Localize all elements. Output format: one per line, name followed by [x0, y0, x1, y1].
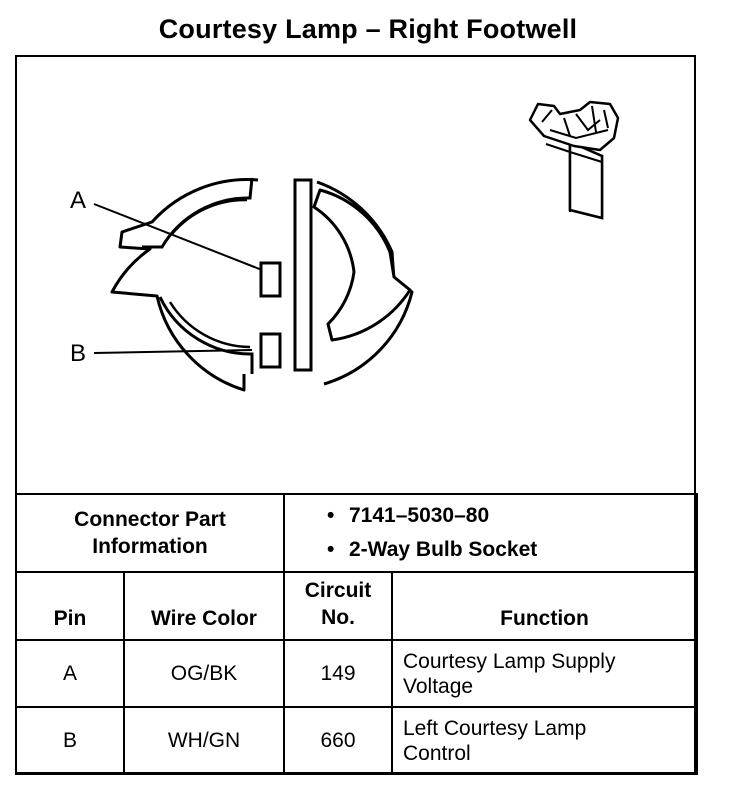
- connector-illustration-area: A B: [17, 57, 694, 493]
- row-a-circuit: 149: [283, 639, 393, 708]
- part-info-row: Connector Part Information 7141–5030–80 …: [15, 493, 699, 573]
- table-row: B WH/GN 660 Left Courtesy Lamp Control: [15, 706, 699, 775]
- row-a-wire-color: OG/BK: [123, 639, 285, 708]
- bulb-socket-icon: [528, 100, 620, 220]
- connector-outline: [110, 178, 414, 392]
- table-row: A OG/BK 149 Courtesy Lamp Supply Voltage: [15, 639, 699, 708]
- row-b-wire-color: WH/GN: [123, 706, 285, 775]
- header-pin: Pin: [15, 571, 125, 641]
- part-info-values: 7141–5030–80 2-Way Bulb Socket: [282, 493, 699, 573]
- leader-line-b: [93, 349, 253, 354]
- row-a-function-line1: Courtesy Lamp Supply: [403, 649, 616, 673]
- inner-arc-left-bottom: [168, 301, 251, 349]
- right-key-segment: [312, 188, 412, 342]
- header-function: Function: [390, 571, 699, 641]
- row-b-circuit: 660: [283, 706, 393, 775]
- connector-face-drawing: [93, 100, 620, 392]
- row-a-pin: A: [15, 639, 125, 708]
- row-b-pin: B: [15, 706, 125, 775]
- inner-arc-left: [171, 198, 248, 235]
- pin-label-a: A: [70, 187, 87, 214]
- row-b-function: Left Courtesy Lamp Control: [390, 706, 699, 775]
- center-divider-bar: [293, 178, 313, 372]
- terminal-b: [259, 332, 282, 369]
- header-wire-color: Wire Color: [123, 571, 285, 641]
- pin-label-b: B: [70, 340, 87, 367]
- row-b-function-line1: Left Courtesy Lamp: [403, 716, 587, 740]
- header-circuit-line1: Circuit: [304, 579, 372, 602]
- part-info-label: Connector Part Information: [15, 493, 285, 573]
- diagram-frame: A B Connector Part Information 7141–5030…: [15, 55, 699, 775]
- part-info-label-line2: Information: [92, 535, 208, 558]
- row-a-function-line2: Voltage: [403, 674, 474, 698]
- row-b-function-line2: Control: [403, 741, 471, 765]
- header-circuit-no: Circuit No.: [283, 571, 393, 641]
- leader-line-a: [93, 203, 263, 271]
- part-info-label-line1: Connector Part: [74, 508, 226, 531]
- row-a-function: Courtesy Lamp Supply Voltage: [390, 639, 699, 708]
- diagram-title: Courtesy Lamp – Right Footwell: [158, 14, 578, 44]
- connector-info-table: Connector Part Information 7141–5030–80 …: [15, 493, 699, 775]
- table-header-row: Pin Wire Color Circuit No. Function: [15, 571, 699, 641]
- rim-left-lower: [158, 296, 254, 374]
- part-number: 7141–5030–80: [327, 499, 696, 533]
- part-description: 2-Way Bulb Socket: [327, 533, 696, 567]
- header-circuit-line2: No.: [321, 606, 355, 629]
- terminal-a: [259, 261, 282, 298]
